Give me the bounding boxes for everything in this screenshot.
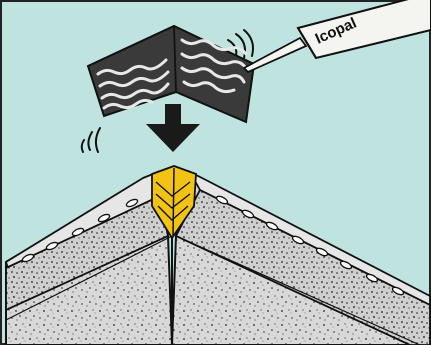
- illustration-canvas: Icopal: [0, 0, 431, 345]
- roof-ridge-sealing-illustration: Icopal: [0, 0, 431, 345]
